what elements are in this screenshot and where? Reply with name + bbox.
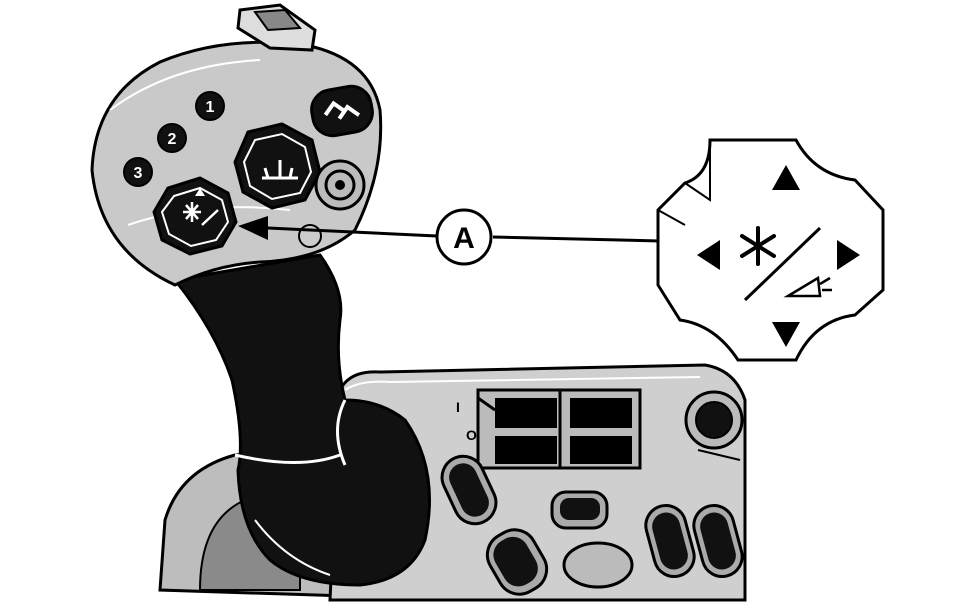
button-1: 1	[195, 91, 225, 121]
mode-button	[485, 528, 549, 596]
button-1-label: 1	[206, 99, 215, 116]
plus-minus-button	[440, 454, 498, 526]
rotary-knob	[684, 390, 744, 461]
switch-mark-i: I	[456, 399, 460, 415]
four-way-button	[152, 176, 238, 256]
button-3: 3	[123, 157, 153, 187]
button-2-label: 2	[168, 131, 177, 148]
switch-mark-o: O	[466, 427, 477, 443]
detail-separator	[743, 226, 822, 302]
arrow-left-icon	[697, 240, 720, 270]
range-button	[550, 490, 609, 530]
four-way-button-detail	[656, 138, 885, 362]
callout-a-label: A	[453, 222, 475, 255]
arrow-right-icon	[837, 240, 860, 270]
top-trigger	[236, 3, 317, 52]
console-button-b	[692, 504, 744, 578]
joystick-grip	[172, 253, 431, 587]
console-button-a	[644, 504, 696, 578]
oval-button	[562, 541, 634, 589]
control-console: I O	[328, 363, 747, 602]
rocker-switch-left	[476, 388, 565, 470]
round-button	[314, 159, 366, 211]
arrow-up-icon	[772, 165, 800, 190]
joystick-head: 3 2 1	[90, 3, 383, 287]
button-2: 2	[157, 123, 187, 153]
asterisk-icon	[740, 226, 776, 266]
rear-light-icon	[783, 275, 832, 298]
rocker-switch-right	[558, 388, 642, 470]
hitch-control-button	[233, 122, 322, 210]
button-3-label: 3	[134, 165, 143, 182]
headland-button	[310, 84, 374, 138]
callout-leader	[238, 216, 661, 243]
arrow-down-icon	[772, 322, 800, 347]
callout-a: A	[435, 208, 493, 266]
